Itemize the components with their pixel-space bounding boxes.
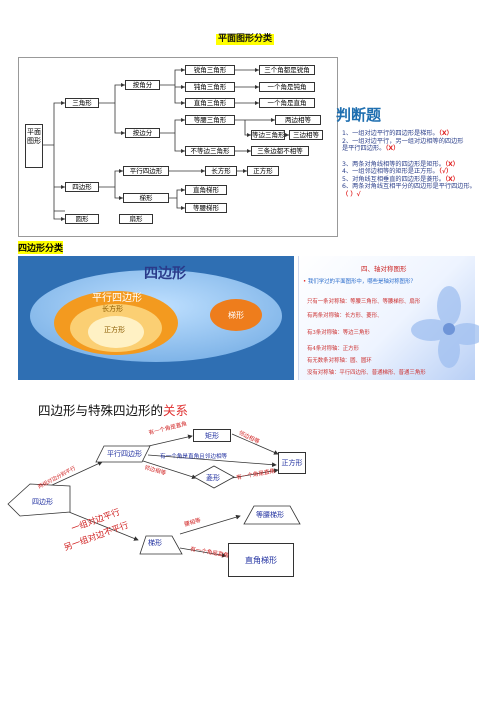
obtuse-triangle: 钝角三角形	[185, 82, 235, 92]
node-iso-trapezoid: 等腰梯形	[256, 511, 284, 519]
node-parallelogram: 平行四边形	[107, 450, 142, 458]
scalene-triangle: 不等边三角形	[185, 146, 235, 156]
relation-arrows	[7, 433, 301, 558]
venn-parallelogram-label: 平行四边形	[92, 293, 142, 304]
venn-rectangle-label: 长方形	[102, 305, 123, 313]
symmetry-panel: 四、轴对称图形 • 我们学过的平面图形中，哪些是轴对称图形？ 只有一条对称轴：等…	[298, 256, 479, 380]
parallelogram-shape	[95, 445, 151, 463]
node-trapezoid: 梯形	[148, 539, 162, 547]
relation-title: 四边形与特殊四边形的关系	[38, 403, 189, 418]
node-right-trapezoid: 直角梯形	[228, 543, 294, 577]
isosceles-triangle: 等腰三角形	[185, 115, 235, 125]
by-angle-node: 按角分	[125, 80, 160, 90]
symmetry-line: 有两条对称轴：长方形、菱形、	[307, 313, 383, 319]
node-quadrilateral: 四边形	[32, 498, 53, 506]
quadrilateral-shape	[7, 483, 71, 517]
right-triangle: 直角三角形	[185, 98, 235, 108]
tree-connectors	[43, 68, 289, 221]
symmetry-line: 只有一条对称轴：等腰三角形、等腰梯形、扇形	[307, 299, 421, 305]
judgment-item: 是平行四边形。（X）	[342, 145, 400, 152]
judgment-list: 1、一组对边平行的四边形是梯形。（X） 2、一组对边平行，另一组对边相等的四边形…	[342, 130, 486, 198]
judgment-item: 3、两条对角线相等的四边形是矩形。（X）	[342, 160, 459, 168]
venn-trapezoid-label: 梯形	[228, 311, 244, 320]
acute-triangle: 锐角三角形	[185, 65, 235, 75]
square-ellipse	[88, 316, 144, 348]
judgment-item: 1、一组对边平行的四边形是梯形。（X）	[342, 130, 453, 137]
judgment-item: 4、一组邻边相等的矩形是正方形。（√）	[342, 168, 453, 175]
venn-square-label: 正方形	[104, 326, 125, 334]
symmetry-line: 有无数条对称轴：圆、圆环	[307, 358, 372, 364]
rhombus-shape	[193, 465, 235, 489]
symmetry-line: 有4条对称轴：正方形	[307, 346, 359, 352]
root-node: 平面图形	[25, 124, 43, 168]
venn-quad-label: 四边形	[144, 266, 186, 282]
symmetry-heading: 四、轴对称图形	[361, 265, 407, 273]
parallelogram-node: 平行四边形	[123, 166, 169, 176]
right-trapezoid-node: 直角梯形	[185, 185, 227, 195]
triangle-node: 三角形	[65, 98, 99, 108]
judgment-heading: 判断题	[336, 106, 382, 124]
three-sides-equal: 三边相等	[289, 130, 323, 140]
judgment-panel: 判断题 1、一组对边平行的四边形是梯形。（X） 2、一组对边平行，另一组对边相等…	[336, 96, 482, 236]
rectangle-node: 长方形	[205, 166, 237, 176]
venn-panel: 四边形 平行四边形 长方形 正方形 梯形	[18, 256, 294, 380]
obtuse-desc: 一个角是钝角	[259, 82, 315, 92]
two-sides-equal: 两边相等	[275, 115, 321, 125]
quadrilateral-node: 四边形	[65, 182, 99, 192]
judgment-item: 5、对角线互相垂直的四边形是菱形。（X）	[342, 175, 459, 183]
symmetry-question: • 我们学过的平面图形中，哪些是轴对称图形？	[303, 279, 416, 285]
judgment-item: 2、一组对边平行，另一组对边相等的四边形	[342, 137, 464, 145]
right-desc: 一个角是直角	[259, 98, 315, 108]
square-node: 正方形	[247, 166, 279, 176]
symmetry-line: 没有对称轴：平行四边形、普通梯形、普通三角形	[307, 370, 426, 376]
node-square: 正方形	[278, 452, 306, 474]
trapezoid-shape	[139, 535, 183, 555]
scalene-desc: 三条边都不相等	[251, 146, 309, 156]
sector-node: 扇形	[119, 214, 153, 224]
equilateral-triangle: 等边三角形	[251, 130, 285, 140]
section1-title: 平面图形分类	[216, 34, 275, 45]
section2-title: 四边形分类	[18, 241, 64, 254]
node-rectangle: 矩形	[193, 429, 231, 442]
circle-node: 圆形	[65, 214, 99, 224]
trapezoid-ellipse	[210, 299, 262, 331]
symmetry-line: 有3条对称轴：等边三角形	[307, 330, 370, 336]
judgment-item: 6、两条对角线互相平分的四边形是平行四边形。	[342, 183, 476, 190]
iso-trapezoid-shape	[243, 505, 301, 525]
isosceles-trapezoid-node: 等腰梯形	[185, 203, 227, 213]
judgment-item: （ ）√	[342, 190, 361, 198]
trapezoid-node: 梯形	[123, 193, 169, 203]
flower-decoration	[411, 286, 479, 368]
acute-desc: 三个角都是锐角	[259, 65, 315, 75]
label-p-to-sq: 有一个角是直角且邻边相等	[160, 454, 228, 460]
venn-diagram	[30, 270, 282, 362]
classification-tree: 平面图形 三角形 四边形 圆形 扇形 按角分 按边分 锐角三角形 钝角三角形 直…	[18, 57, 338, 237]
node-rhombus: 菱形	[206, 474, 220, 482]
by-side-node: 按边分	[125, 128, 160, 138]
